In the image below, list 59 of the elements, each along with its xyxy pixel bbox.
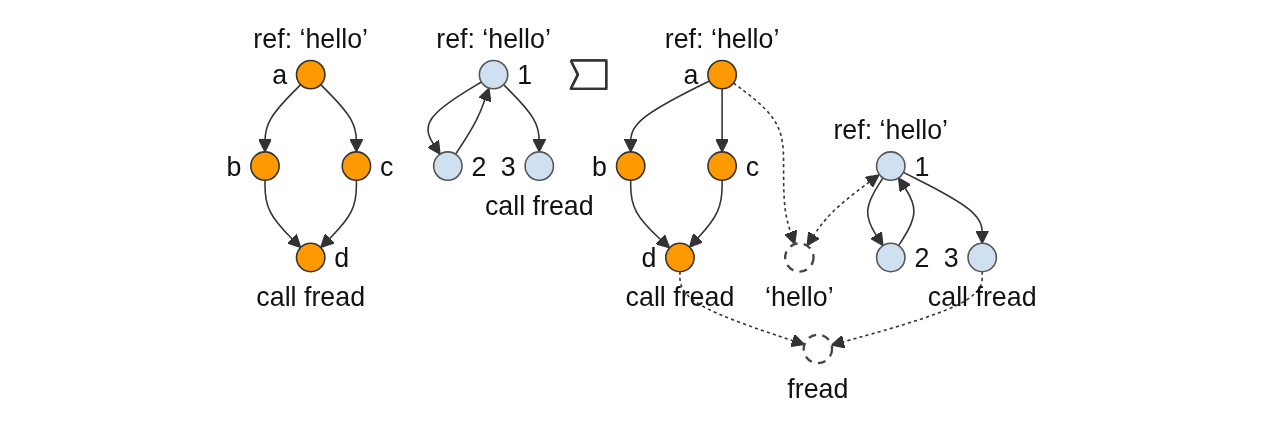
node-letter: c (745, 151, 760, 182)
dashed-circle (784, 242, 815, 273)
node-letter: 1 (914, 151, 930, 182)
circle-node (875, 242, 906, 273)
node-letter: 1 (517, 60, 533, 91)
node-caption: call fread (256, 282, 366, 313)
node-letter: b (226, 151, 242, 182)
node-letter: 3 (500, 151, 516, 182)
node-caption: call fread (484, 190, 594, 221)
arrow (427, 81, 483, 155)
block-arrow (569, 59, 608, 90)
arrow (320, 179, 358, 249)
arrow (319, 83, 364, 153)
arrow (258, 83, 302, 153)
dashed-arrow (679, 270, 806, 348)
arrow (264, 179, 302, 249)
arrow (866, 177, 884, 247)
node-caption: ref: ‘hello’ (253, 23, 368, 54)
circle-node (967, 242, 998, 273)
node-letter: d (334, 242, 350, 273)
node-caption: fread (787, 373, 849, 404)
circle-node (875, 151, 906, 182)
circle-node (432, 151, 463, 182)
circle-node (707, 59, 738, 90)
node-letter: 2 (471, 151, 487, 182)
node-letter: d (641, 242, 657, 273)
dashed-arrow (830, 270, 983, 349)
arrow (502, 83, 547, 153)
circle-node (664, 242, 695, 273)
node-letter: b (592, 151, 608, 182)
arrow (623, 80, 711, 153)
node-caption: ref: ‘hello’ (436, 23, 551, 54)
circle-node (524, 151, 555, 182)
circle-node (250, 151, 280, 182)
node-caption: ref: ‘hello’ (664, 23, 780, 54)
arrow (629, 179, 671, 249)
arrow (454, 87, 492, 155)
node-letter: 3 (943, 242, 959, 273)
node-letter: a (272, 60, 288, 91)
node-caption: call fread (625, 282, 735, 313)
circle-node (341, 151, 372, 182)
dashed-circle (802, 333, 834, 365)
circle-node (295, 59, 326, 90)
node-letter: c (380, 151, 394, 182)
dashed-arrow (806, 174, 880, 247)
circle-node (615, 151, 646, 182)
arrow (897, 177, 915, 247)
node-letter: 2 (914, 242, 930, 273)
arrow (688, 179, 723, 248)
circle-node (295, 242, 326, 273)
node-caption: ‘hello’ (765, 282, 834, 313)
dashed-arrow (732, 82, 798, 245)
arrow (902, 171, 990, 244)
node-letter: a (683, 60, 699, 91)
arrow (715, 88, 730, 153)
node-caption: ref: ‘hello’ (833, 115, 949, 146)
circle-node (478, 59, 509, 90)
node-caption: call fread (927, 282, 1037, 313)
circle-node (707, 151, 738, 182)
